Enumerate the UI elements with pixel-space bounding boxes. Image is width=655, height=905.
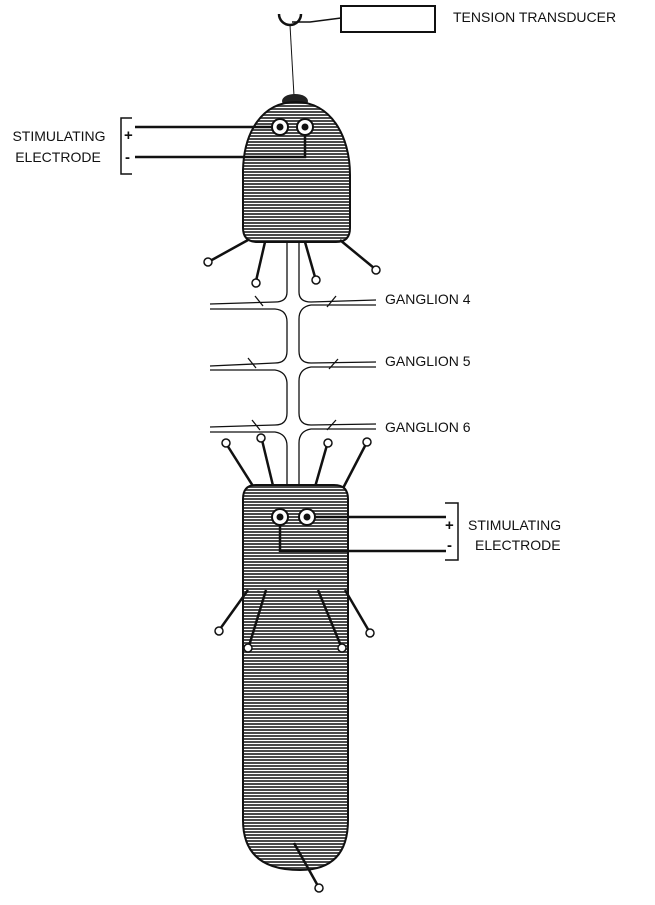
bottom-stimulating-electrode: + - STIMULATING ELECTRODE xyxy=(271,502,561,561)
transducer-thread xyxy=(289,24,295,97)
top-stimulating-electrode: + - STIMULATING ELECTRODE xyxy=(12,117,314,175)
top-electrode-neg-dot xyxy=(301,123,309,131)
bottom-electrode-pos-dot xyxy=(276,513,284,521)
top-electrode-pos-dot xyxy=(276,123,284,131)
pin-head xyxy=(256,433,266,443)
posterior-pin-heads xyxy=(214,626,375,893)
upper-posterior-pin-heads xyxy=(221,433,372,448)
bottom-electrode-label-line2: ELECTRODE xyxy=(475,537,561,553)
nerve-root-ticks xyxy=(247,295,339,431)
top-electrode-plus: + xyxy=(124,127,133,144)
pin-head xyxy=(337,643,347,653)
pin-head xyxy=(243,643,253,653)
pin-head xyxy=(362,437,372,447)
bottom-electrode-bracket xyxy=(445,502,459,561)
anterior-body xyxy=(242,100,351,243)
pin-head xyxy=(203,257,213,267)
top-electrode-label-line1: STIMULATING xyxy=(12,128,105,144)
pin-head xyxy=(365,628,375,638)
nerve-cord xyxy=(209,242,377,484)
pin-head xyxy=(214,626,224,636)
tension-transducer-label: TENSION TRANSDUCER xyxy=(453,9,616,25)
transducer-box xyxy=(340,5,436,33)
anterior-pins xyxy=(209,238,375,282)
pin-head xyxy=(251,278,261,288)
ganglion-6-label: GANGLION 6 xyxy=(385,419,471,435)
anterior-pin-heads xyxy=(203,257,381,288)
posterior-body xyxy=(242,484,349,872)
top-electrode-neg-wire xyxy=(135,135,307,159)
anterior-segment xyxy=(242,94,351,243)
bottom-electrode-label-line1: STIMULATING xyxy=(468,517,561,533)
top-electrode-label-line2: ELECTRODE xyxy=(15,149,101,165)
bottom-electrode-neg-dot xyxy=(303,513,311,521)
top-electrode-minus: - xyxy=(125,149,130,166)
posterior-pins xyxy=(218,589,371,887)
tension-transducer: TENSION TRANSDUCER xyxy=(277,5,616,97)
top-electrode-bracket xyxy=(120,117,132,175)
pin-head xyxy=(314,883,324,893)
bottom-electrode-neg-wire xyxy=(278,525,446,553)
ganglion-4-label: GANGLION 4 xyxy=(385,291,471,307)
ganglion-5-label: GANGLION 5 xyxy=(385,353,471,369)
pin-head xyxy=(323,438,333,448)
bottom-electrode-minus: - xyxy=(447,537,452,554)
pin-head xyxy=(311,275,321,285)
bottom-electrode-plus: + xyxy=(445,517,454,534)
pin-head xyxy=(221,438,231,448)
transducer-hook xyxy=(277,13,303,27)
pin-head xyxy=(371,265,381,275)
